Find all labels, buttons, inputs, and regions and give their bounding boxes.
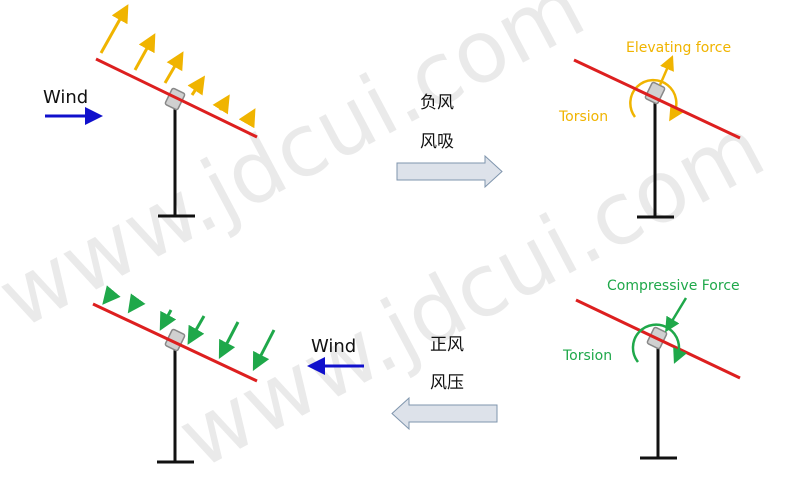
bottom-left-panel: Wind	[92, 285, 364, 464]
wind-label: Wind	[43, 87, 88, 108]
solar-panel	[573, 58, 741, 140]
bottom-middle: 正风 风压	[391, 335, 498, 431]
compressive-force-label: Compressive Force	[607, 278, 740, 294]
wind-pressure-label: 风压	[430, 373, 464, 393]
top-middle: 负风 风吸	[396, 93, 503, 189]
negative-wind-label: 负风	[420, 93, 454, 113]
bottom-right-panel: Compressive Force Torsion	[562, 278, 741, 460]
solar-panel	[95, 57, 258, 139]
wind-suction-label: 风吸	[420, 132, 454, 152]
solar-panel	[575, 298, 741, 380]
right-hollow-arrow	[396, 154, 503, 189]
pressure-arrows	[102, 285, 276, 372]
watermark: www.jdcui.com www.jdcui.com	[0, 0, 780, 489]
torsion-label: Torsion	[558, 109, 608, 125]
wind-label: Wind	[311, 336, 356, 357]
bracket	[644, 81, 666, 105]
suction-arrows	[99, 4, 256, 129]
torsion-arc	[629, 78, 684, 122]
compressive-force-arrow	[665, 297, 688, 333]
torsion-label: Torsion	[562, 348, 612, 364]
top-left-panel: Wind	[43, 4, 258, 218]
top-right-panel: Elevating force Torsion	[558, 40, 741, 219]
solar-panel	[92, 302, 258, 383]
bracket	[164, 87, 186, 111]
elevating-force-label: Elevating force	[626, 40, 731, 56]
positive-wind-label: 正风	[430, 335, 464, 355]
left-hollow-arrow	[391, 396, 498, 431]
torsion-arc	[631, 323, 687, 364]
